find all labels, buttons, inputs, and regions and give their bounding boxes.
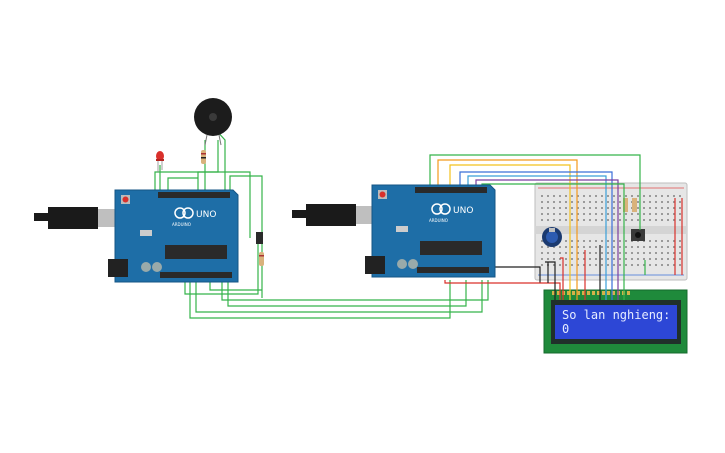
lcd-display[interactable]: So lan nghieng: 0 [543,289,688,354]
mcu-chip-right [420,241,482,255]
lcd-line-2: 0 [562,322,569,336]
arduino-left[interactable]: UNO ARDUINO [34,189,239,283]
wires [154,127,683,319]
board-brand-right: ARDUINO [429,218,448,223]
resistor-tilt[interactable] [259,252,264,266]
arduino-right[interactable]: UNO ARDUINO [292,184,496,278]
analog-header-right [417,267,489,273]
breadboard-resistors [623,198,637,212]
board-model-right: UNO [453,206,473,216]
resistor-led[interactable] [201,150,206,164]
lcd-line-1: So lan nghieng: [562,308,670,322]
digital-header-right [415,187,487,193]
usb-plug-right [292,210,306,218]
mcu-chip-left [165,245,227,259]
analog-header-left [160,272,232,278]
pushbutton[interactable] [631,229,645,241]
piezo-buzzer[interactable] [194,98,232,146]
board-model-left: UNO [196,210,216,220]
breadboard[interactable] [534,182,688,281]
usb-plug-left [34,213,48,221]
tilt-sensor[interactable] [256,232,263,244]
potentiometer[interactable] [542,227,562,247]
digital-header-left [158,192,230,198]
red-led[interactable] [156,151,164,172]
board-brand-left: ARDUINO [172,222,191,227]
